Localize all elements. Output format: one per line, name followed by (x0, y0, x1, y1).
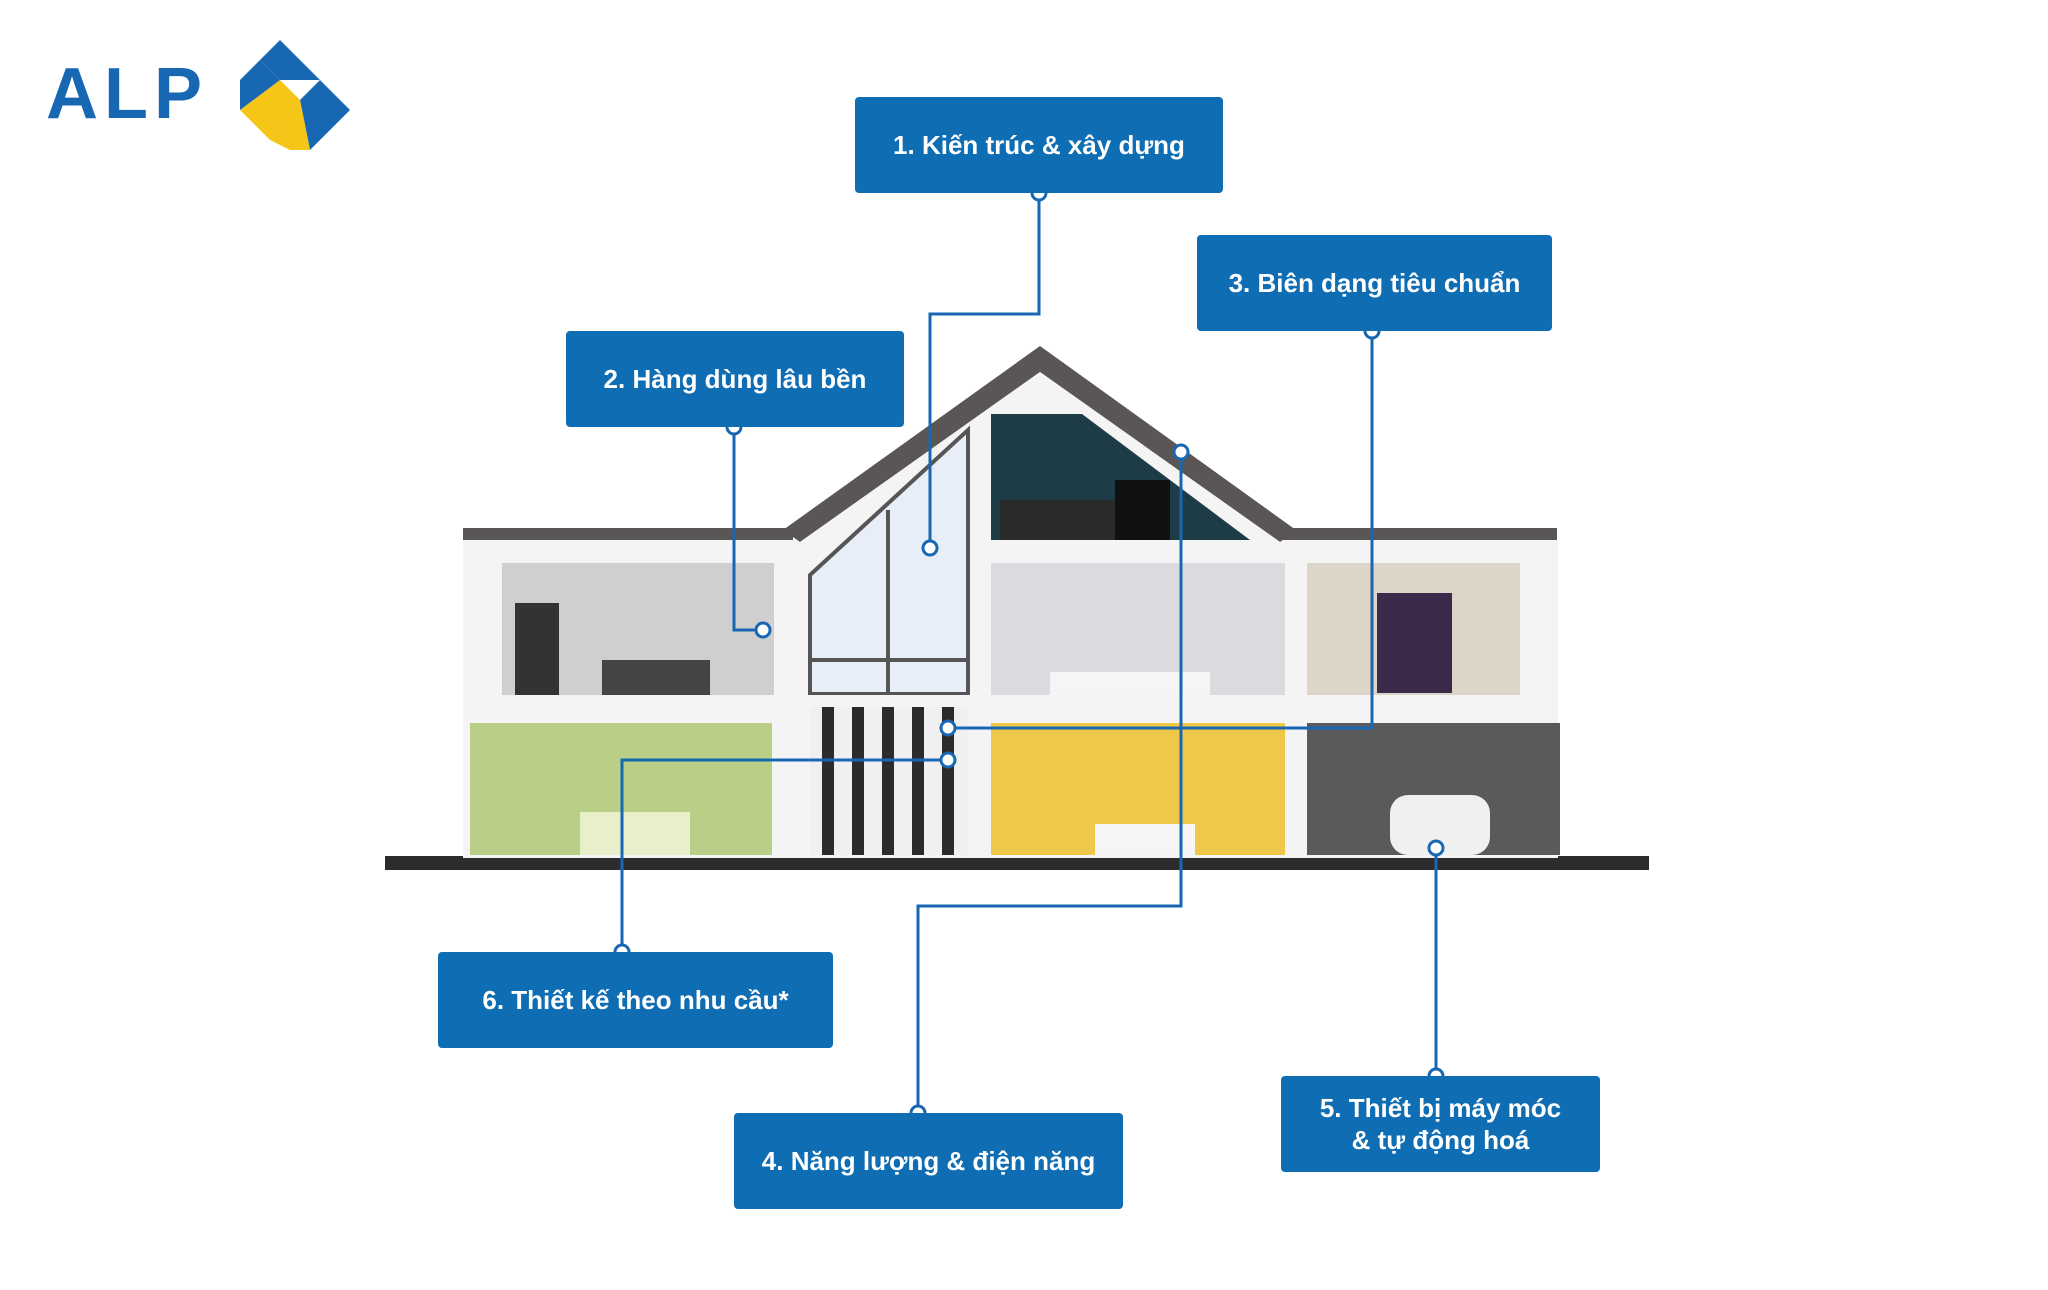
connector-1 (928, 193, 1041, 548)
logo-text: ALP (46, 54, 208, 134)
callout-architecture: 1. Kiến trúc & xây dựng (855, 97, 1223, 193)
connector-2 (732, 427, 763, 632)
connector-dot-5a (1427, 839, 1445, 857)
alp-logo: ALP (46, 40, 366, 150)
connector-dot-3b (939, 719, 957, 737)
connector-dot-6a (939, 751, 957, 769)
callout-label: 2. Hàng dùng lâu bền (603, 363, 867, 394)
callout-label: 3. Biên dạng tiêu chuẩn (1228, 267, 1521, 298)
connector-4 (916, 452, 1183, 1113)
connector-6 (620, 758, 948, 952)
callout-label: 1. Kiến trúc & xây dựng (893, 129, 1185, 160)
logo-diamond-icon (240, 40, 350, 150)
connector-3 (948, 331, 1374, 730)
callout-energy: 4. Năng lượng & điện năng (734, 1113, 1123, 1209)
callout-standard-profiles: 3. Biên dạng tiêu chuẩn (1197, 235, 1552, 331)
callout-machinery-automation: 5. Thiết bị máy móc & tự động hoá (1281, 1076, 1600, 1172)
callout-label: 4. Năng lượng & điện năng (761, 1145, 1096, 1176)
bedroom-lower-bed (580, 812, 690, 855)
callout-label-line-2: & tự động hoá (1351, 1125, 1530, 1155)
connector-dot-1b (921, 539, 939, 557)
garage-car (1390, 795, 1490, 855)
dining-window (1377, 593, 1452, 693)
connector-dot-2b (754, 621, 772, 639)
callout-custom-design: 6. Thiết kế theo nhu cầu* (438, 952, 833, 1048)
left-wing-roof (463, 528, 793, 540)
right-wing-roof (1280, 528, 1557, 540)
living-lower-sofa (1095, 824, 1195, 855)
callout-label-line-1: 5. Thiết bị máy móc (1319, 1092, 1562, 1123)
attic-shelf (1115, 480, 1170, 540)
bedroom-door (515, 603, 559, 695)
floor-slab (463, 695, 1558, 721)
callout-durable-goods: 2. Hàng dùng lâu bền (566, 331, 904, 427)
connector-dot-4a (1172, 443, 1190, 461)
bedroom-bed (602, 660, 710, 695)
ground (385, 856, 1649, 870)
living-sofa (1050, 672, 1210, 695)
callout-label: 6. Thiết kế theo nhu cầu* (482, 984, 789, 1015)
